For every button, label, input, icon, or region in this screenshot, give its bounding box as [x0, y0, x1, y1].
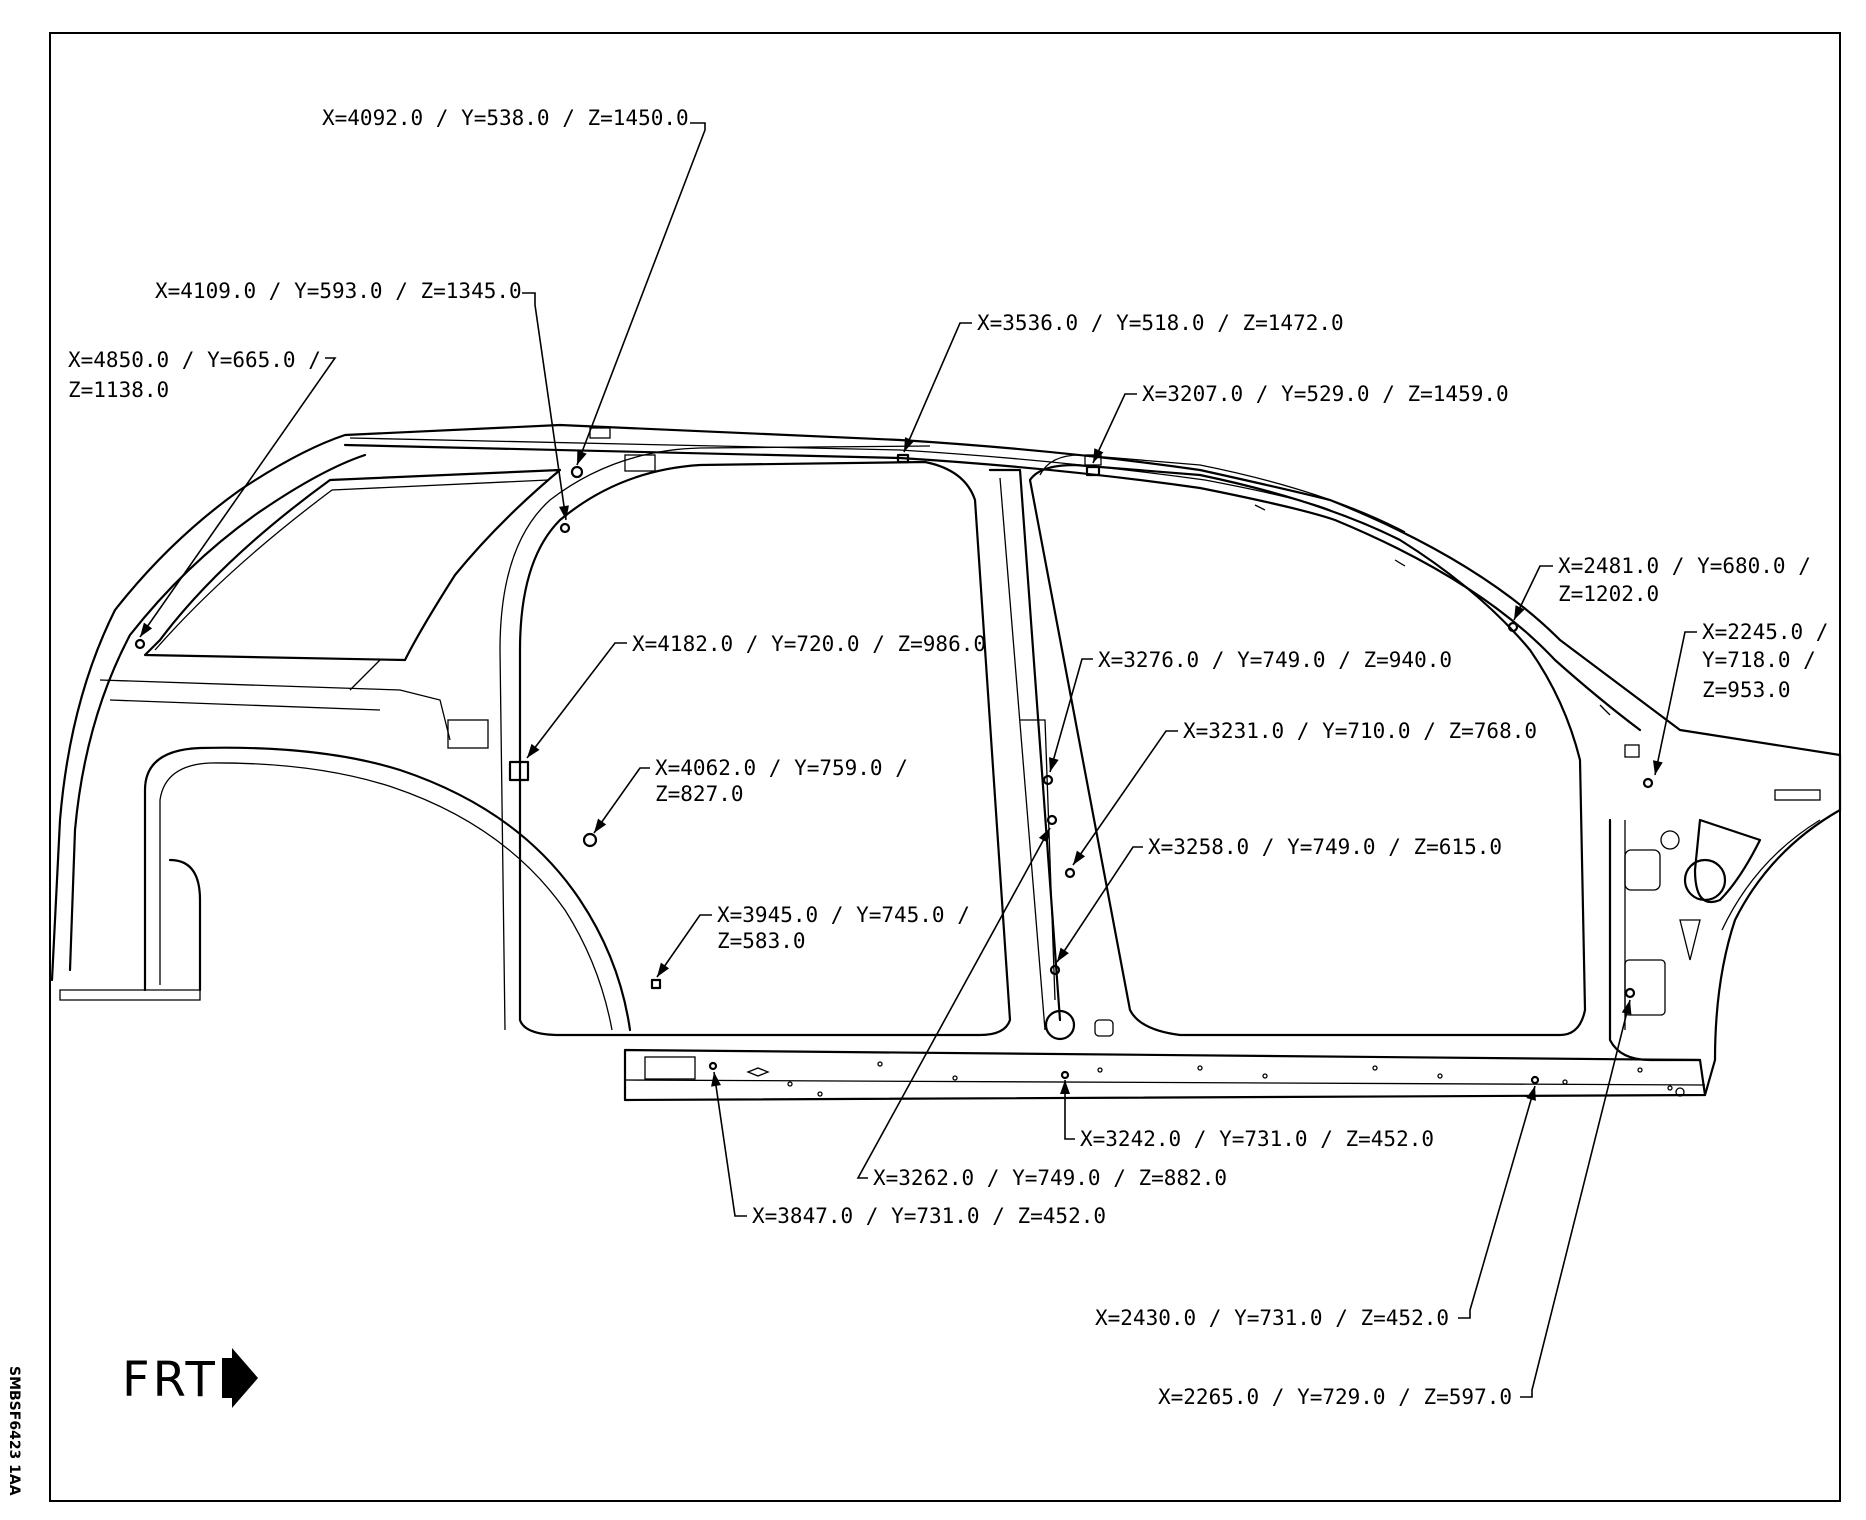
- leader-c14: [1064, 1080, 1075, 1140]
- callout-c6: X=2481.0 / Y=680.0 / Z=1202.0: [1558, 554, 1824, 606]
- point-c7: [1642, 777, 1654, 789]
- callout-c4: X=3536.0 / Y=518.0 / Z=1472.0: [977, 311, 1344, 335]
- point-c18: [1624, 987, 1636, 999]
- callout-c16: X=3847.0 / Y=731.0 / Z=452.0: [752, 1204, 1106, 1228]
- leader-c11: [593, 767, 650, 834]
- leader-c16: [713, 1071, 747, 1217]
- leader-c6: [1513, 565, 1553, 621]
- leader-c8: [526, 642, 627, 759]
- point-c16: [708, 1061, 718, 1071]
- arrowhead-c2: [559, 505, 569, 520]
- arrowhead-c9: [1049, 757, 1059, 772]
- leader-c1: [576, 122, 706, 466]
- point-c12: [1049, 964, 1061, 976]
- arrowhead-c18: [1621, 1000, 1632, 1015]
- point-c1: [570, 465, 584, 479]
- point-c13: [650, 978, 662, 990]
- leader-c18: [1520, 999, 1631, 1398]
- point-c15: [1046, 814, 1058, 826]
- arrowhead-c7: [1652, 760, 1663, 775]
- callout-c15: X=3262.0 / Y=749.0 / Z=882.0: [873, 1166, 1227, 1190]
- leader-lines: [139, 122, 1697, 1398]
- arrowhead-c5: [1093, 448, 1104, 463]
- point-c3: [134, 638, 146, 650]
- callout-c18: X=2265.0 / Y=729.0 / Z=597.0: [1158, 1385, 1512, 1409]
- point-c5: [1085, 465, 1101, 477]
- arrowhead-c15: [1038, 828, 1050, 843]
- callout-c10: X=3231.0 / Y=710.0 / Z=768.0: [1183, 719, 1537, 743]
- body-side-outline: [50, 423, 1842, 1102]
- callout-c3: X=4850.0 / Y=665.0 / Z=1138.0: [68, 348, 334, 402]
- leader-c7: [1654, 631, 1697, 776]
- leader-c10: [1072, 730, 1178, 866]
- point-c6: [1507, 621, 1519, 633]
- arrowhead-c14: [1060, 1080, 1070, 1094]
- leader-c9: [1049, 658, 1093, 773]
- arrowhead-c6: [1514, 605, 1525, 620]
- callout-c13: X=3945.0 / Y=745.0 / Z=583.0: [717, 903, 983, 953]
- arrowhead-c17: [1526, 1086, 1536, 1101]
- callout-c2: X=4109.0 / Y=593.0 / Z=1345.0: [155, 279, 522, 303]
- leader-c13: [656, 914, 712, 978]
- point-c10: [1064, 867, 1076, 879]
- point-c14: [1060, 1070, 1070, 1080]
- leader-c15: [856, 827, 1051, 1179]
- callout-c5: X=3207.0 / Y=529.0 / Z=1459.0: [1142, 382, 1509, 406]
- callout-c11: X=4062.0 / Y=759.0 / Z=827.0: [655, 756, 921, 806]
- arrowhead-c1: [577, 450, 587, 465]
- point-c11: [582, 832, 598, 848]
- arrowhead-c12: [1057, 947, 1069, 962]
- leader-c4: [903, 322, 972, 453]
- point-c4: [896, 453, 910, 464]
- leader-c5: [1092, 393, 1137, 464]
- callout-labels: X=4092.0 / Y=538.0 / Z=1450.0 X=4109.0 /…: [68, 106, 1841, 1409]
- callout-c17: X=2430.0 / Y=731.0 / Z=452.0: [1095, 1306, 1449, 1330]
- arrowhead-c4: [904, 437, 915, 452]
- callout-c8: X=4182.0 / Y=720.0 / Z=986.0: [632, 632, 986, 656]
- measurement-points: [134, 453, 1654, 1085]
- point-c8: [508, 760, 530, 782]
- leader-c12: [1056, 846, 1143, 963]
- arrowhead-c11: [594, 818, 607, 833]
- leader-c2: [522, 292, 567, 521]
- leader-c3: [139, 357, 337, 638]
- front-direction-indicator: FRT: [122, 1348, 258, 1408]
- point-c17: [1530, 1075, 1540, 1085]
- arrowhead-c8: [527, 743, 540, 758]
- front-arrow-icon: [222, 1348, 258, 1408]
- callout-c9: X=3276.0 / Y=749.0 / Z=940.0: [1098, 648, 1452, 672]
- arrowhead-c16: [711, 1072, 721, 1087]
- arrowhead-c3: [140, 622, 153, 637]
- callout-c12: X=3258.0 / Y=749.0 / Z=615.0: [1148, 835, 1502, 859]
- arrowhead-c10: [1073, 850, 1086, 865]
- leader-c17: [1458, 1085, 1536, 1319]
- point-c2: [559, 522, 571, 534]
- callout-c7: X=2245.0 / Y=718.0 / Z=953.0: [1702, 620, 1841, 702]
- frt-label: FRT: [122, 1352, 218, 1408]
- callout-c14: X=3242.0 / Y=731.0 / Z=452.0: [1080, 1127, 1434, 1151]
- figure-id: SMBSF6423 1AA: [6, 1366, 22, 1496]
- callout-c1: X=4092.0 / Y=538.0 / Z=1450.0: [322, 106, 689, 130]
- point-c9: [1042, 774, 1054, 786]
- arrowhead-c13: [657, 962, 670, 977]
